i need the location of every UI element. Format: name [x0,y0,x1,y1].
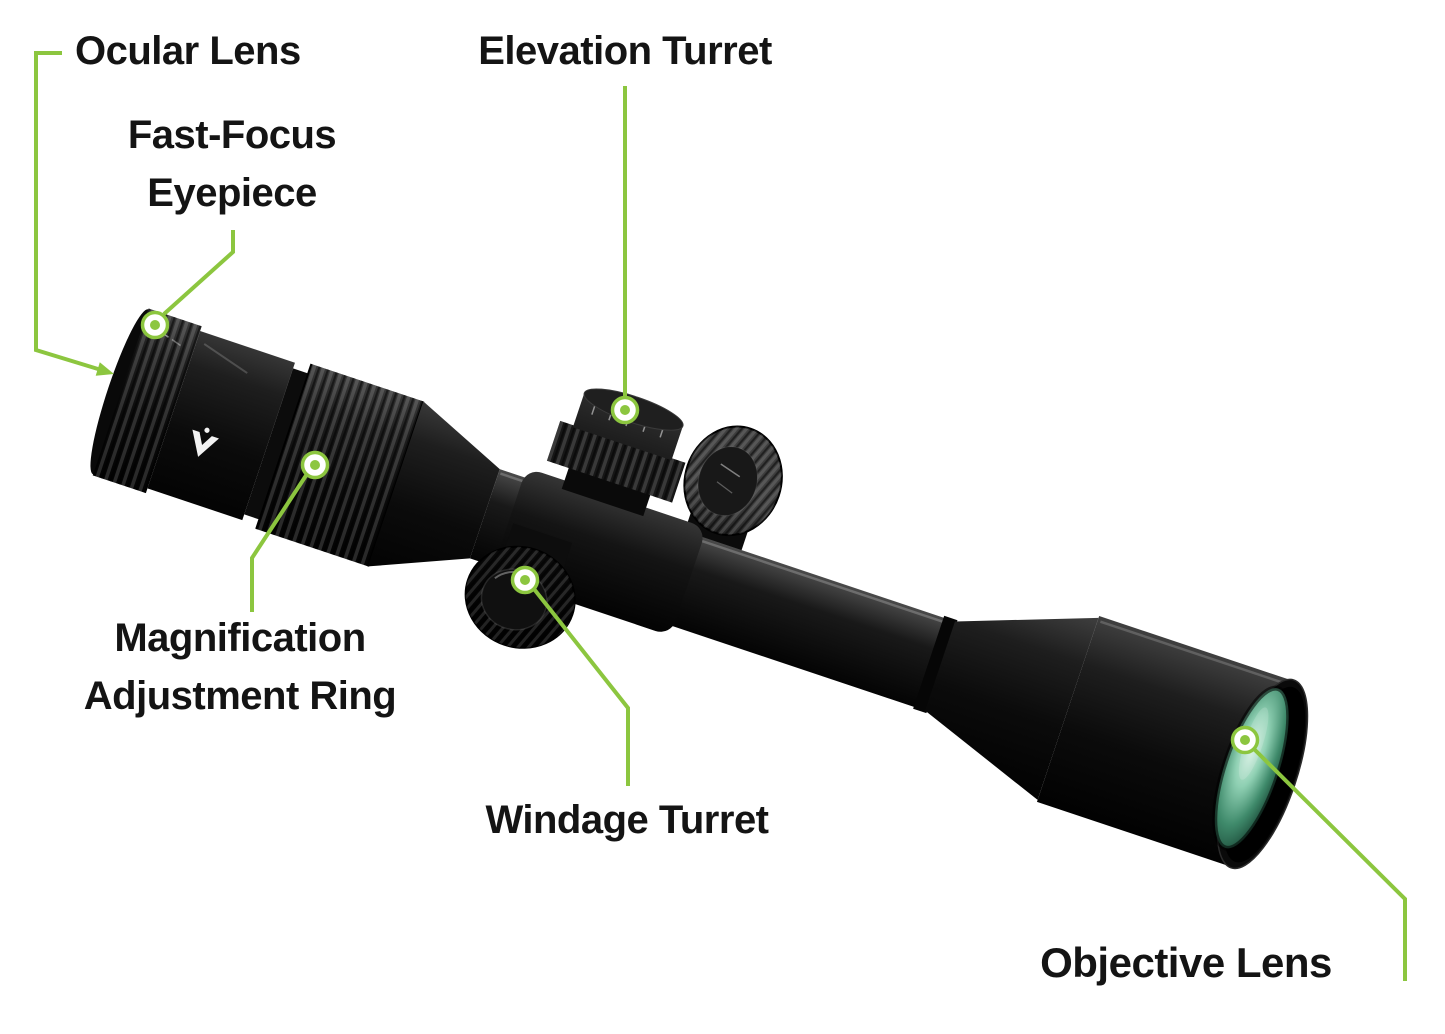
part-markers [140,310,1260,755]
magnification-marker-icon [300,450,330,480]
scope-body [90,308,1309,870]
label-magnification-line1: Magnification [114,616,366,660]
objective-lens-glass [1214,688,1289,849]
windage-turret-callout-line [532,587,630,786]
fast-focus-ring [92,308,202,494]
brand-logo-icon [192,427,219,457]
windage-turret-marker-icon [510,565,540,595]
objective-lens-callout-line [1252,747,1407,981]
windage-turret-part [464,523,576,649]
magnification-callout-line [250,472,309,612]
callout-lines [34,51,1407,981]
label-objective-lens: Objective Lens [1040,939,1332,986]
fast-focus-marker-icon [140,310,170,340]
magnification-ring-part [255,363,425,567]
objective-bell [925,615,1309,870]
ocular-lens-arrowhead-icon [95,362,114,376]
label-fast-focus-line2: Eyepiece [147,171,317,215]
label-windage-turret: Windage Turret [485,798,769,842]
elevation-turret-part [546,388,686,517]
taper-cone [368,401,500,567]
objective-lens-marker-icon [1230,725,1260,755]
eyepiece-assembly [90,308,309,521]
elevation-turret-marker-icon [610,395,640,425]
fast-focus-callout-line [162,230,235,316]
ocular-lens-callout-line [34,51,99,371]
label-elevation-turret: Elevation Turret [478,29,772,73]
label-ocular-lens: Ocular Lens [75,29,301,73]
label-fast-focus-line1: Fast-Focus [127,113,337,157]
label-magnification-line2: Adjustment Ring [83,674,397,718]
